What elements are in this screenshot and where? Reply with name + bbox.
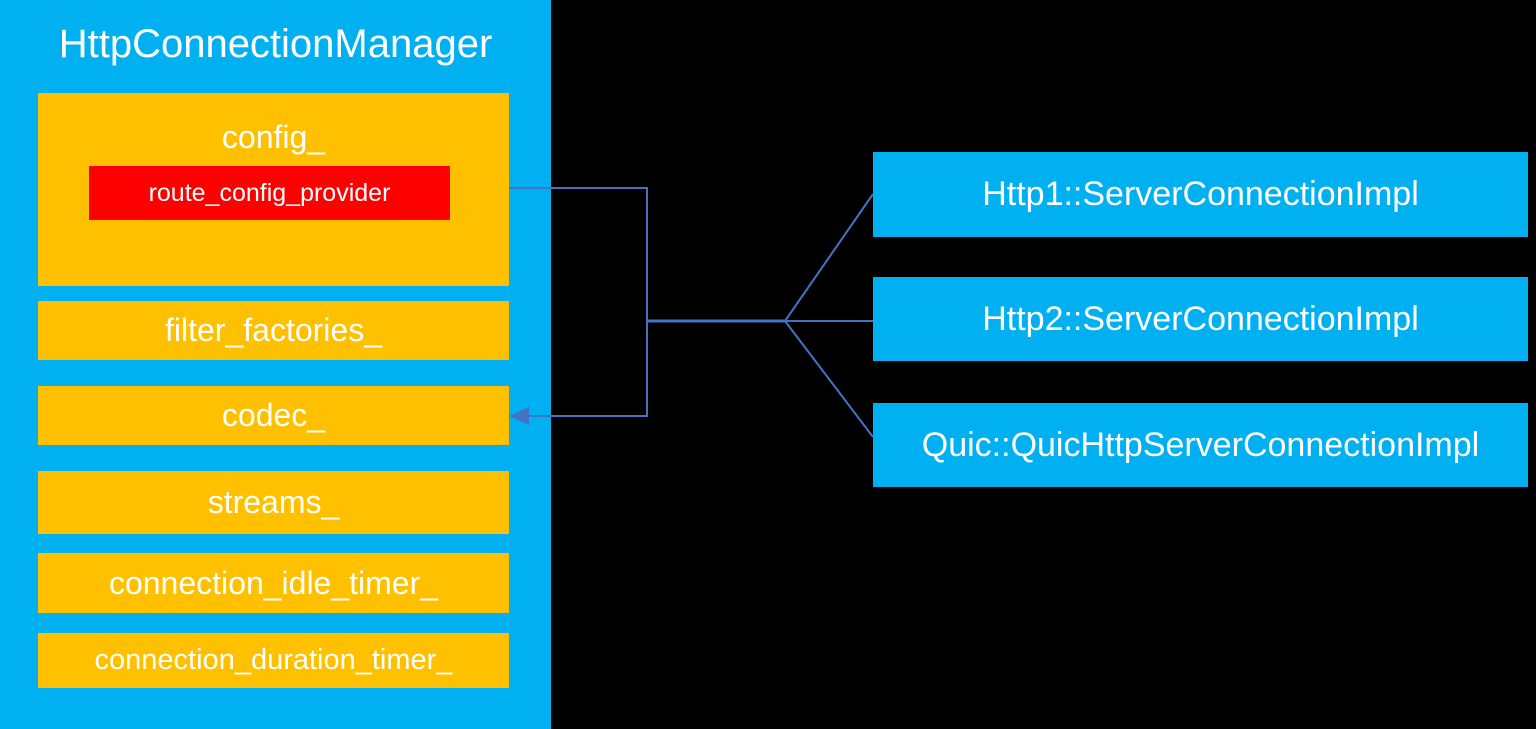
http-connection-manager-panel: HttpConnectionManager config_ route_conf… [0,0,551,729]
member-box-connection-idle-timer: connection_idle_timer_ [38,553,509,613]
member-box-route-config-provider: route_config_provider [89,166,450,220]
member-box-filter-factories: filter_factories_ [38,301,509,360]
panel-title: HttpConnectionManager [58,22,493,66]
impl-box-http2-server-connection: Http2::ServerConnectionImpl [873,277,1528,361]
member-label-connection-duration-timer: connection_duration_timer_ [94,644,453,676]
member-label-filter-factories: filter_factories_ [165,312,382,348]
member-box-streams: streams_ [38,471,509,534]
member-label-route-config-provider: route_config_provider [148,178,391,207]
member-label-connection-idle-timer: connection_idle_timer_ [108,564,439,601]
member-label-streams: streams_ [207,484,340,520]
impl-box-http1-server-connection: Http1::ServerConnectionImpl [873,152,1528,237]
member-box-codec: codec_ [38,386,509,445]
impl-label-http1: Http1::ServerConnectionImpl [982,175,1419,213]
impl-label-http2: Http2::ServerConnectionImpl [982,299,1419,338]
member-label-codec: codec_ [221,397,326,433]
member-box-connection-duration-timer: connection_duration_timer_ [38,633,509,688]
branch-to-http1-connector [784,193,874,322]
branch-to-quic-connector [784,320,874,438]
member-label-config: config_ [221,119,326,155]
impl-label-quic: Quic::QuicHttpServerConnectionImpl [921,425,1480,464]
impl-box-quic-http-server-connection: Quic::QuicHttpServerConnectionImpl [873,403,1528,487]
member-box-config: config_ route_config_provider [38,93,509,286]
